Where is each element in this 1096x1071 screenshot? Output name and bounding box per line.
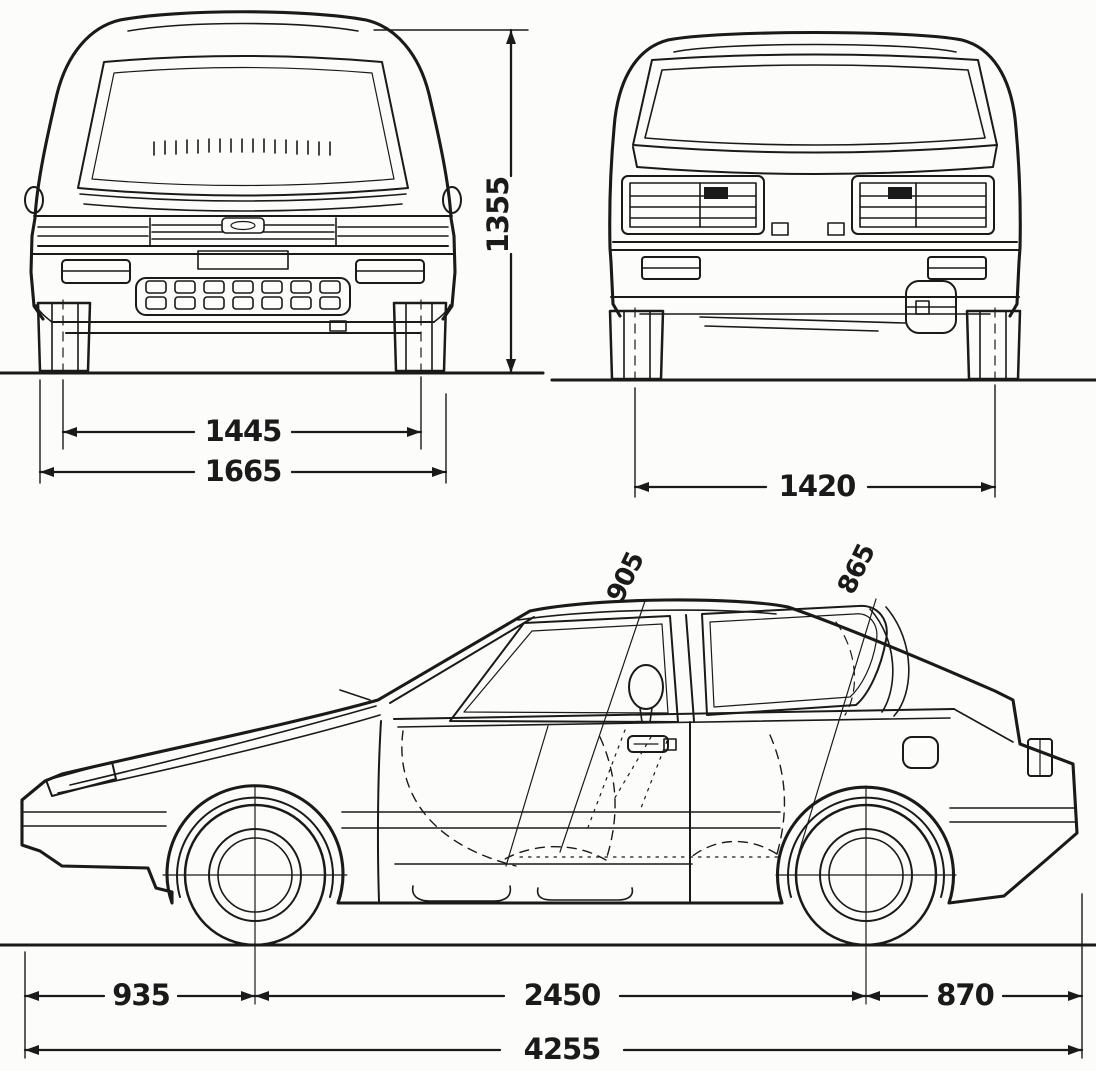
- wheel-centerlines: [62, 299, 422, 373]
- bumper-vent-slots: [145, 280, 341, 310]
- front-wheel: [162, 785, 348, 1005]
- door-mirror-left: [24, 186, 44, 214]
- rear-wheel: [775, 785, 957, 1005]
- rear-view-wheel-left: [608, 309, 665, 381]
- side-view-drawing: [0, 598, 1096, 1005]
- overall-height-dimension: 1355: [481, 177, 515, 254]
- headlight: [45, 761, 117, 797]
- side-view: 905 865 935 2450 870 4255: [0, 540, 1096, 1066]
- fuel-filler-cap: [902, 736, 939, 769]
- taillights: [621, 175, 995, 236]
- front-wheel-crosshair: [162, 785, 348, 1005]
- wiper: [339, 689, 371, 701]
- rear-overhang-dimension: 870: [936, 978, 994, 1012]
- door-mirror-right: [442, 186, 462, 214]
- door-shutlines: [376, 720, 691, 902]
- interior-dashed-lines: [401, 621, 856, 867]
- front-badge: [221, 217, 265, 234]
- front-view: 1445 1665 1355: [0, 10, 545, 488]
- front-track-dimension: 1445: [205, 414, 282, 448]
- front-wheels: [36, 299, 448, 373]
- extension-lines: [39, 29, 529, 484]
- front-overhang-dimension: 935: [112, 978, 170, 1012]
- hatch-latch-right: [827, 222, 845, 236]
- rear-wheel-crosshair: [775, 785, 957, 1005]
- front-view-dimensions: 1445 1665 1355: [38, 28, 529, 488]
- extension-lines: [24, 893, 1083, 1059]
- sill-trays: [411, 885, 634, 902]
- front-door-window: [449, 615, 679, 723]
- side-view-dimensions: 905 865 935 2450 870 4255: [23, 540, 1084, 1066]
- rear-wheels: [608, 307, 1022, 381]
- door-handle: [627, 735, 677, 753]
- headlamp-lines: [37, 226, 449, 237]
- rear-view: 1420: [550, 30, 1096, 503]
- hatch-latch-left: [771, 222, 789, 236]
- front-overall-width-dimension: 1665: [205, 454, 282, 488]
- rear-bumper: [610, 241, 1020, 298]
- quarter-window: [701, 604, 888, 716]
- front-arch-lip: [176, 796, 334, 898]
- rear-window: [632, 53, 998, 175]
- rear-track-dimension: 1420: [779, 469, 856, 503]
- c-pillar-curves: [869, 606, 910, 717]
- front-view-wheel-left: [36, 301, 92, 373]
- rub-strips: [23, 807, 1076, 829]
- front-view-wheel-right: [392, 301, 448, 373]
- license-plate-recess: [197, 250, 289, 270]
- front-bumper: [31, 250, 454, 334]
- door-mirror: [628, 664, 664, 723]
- front-roof-inner-line: [127, 22, 359, 32]
- tow-hook: [329, 320, 347, 332]
- interior-height-front-dimension: 905: [601, 548, 650, 607]
- bumper-vent-panel: [135, 277, 351, 316]
- front-grille-and-lamps: [33, 215, 453, 247]
- side-body-outline: [20, 598, 1079, 905]
- rear-view-drawing: [550, 30, 1096, 382]
- a-pillar: [389, 616, 535, 704]
- interior-height-lines: [559, 598, 877, 853]
- taillight-left: [621, 175, 765, 235]
- defroster-ticks: [153, 138, 331, 156]
- interior-height-rear-dimension: 865: [832, 540, 881, 599]
- taillight-right: [851, 175, 995, 235]
- front-windshield: [77, 55, 409, 212]
- front-view-drawing: [0, 10, 545, 375]
- rear-body-outline: [608, 30, 1022, 318]
- rear-underbody: [639, 280, 991, 334]
- b-pillar: [685, 614, 695, 722]
- extension-lines: [634, 384, 996, 498]
- beltline: [393, 708, 955, 720]
- rear-arch-lip: [787, 796, 945, 898]
- wheelbase-dimension: 2450: [524, 978, 601, 1012]
- hood-creases: [57, 705, 381, 794]
- cowl-lines: [79, 193, 407, 212]
- rear-view-wheel-right: [965, 309, 1022, 381]
- rear-view-dimensions: 1420: [633, 384, 997, 503]
- overall-length-dimension: 4255: [524, 1032, 601, 1066]
